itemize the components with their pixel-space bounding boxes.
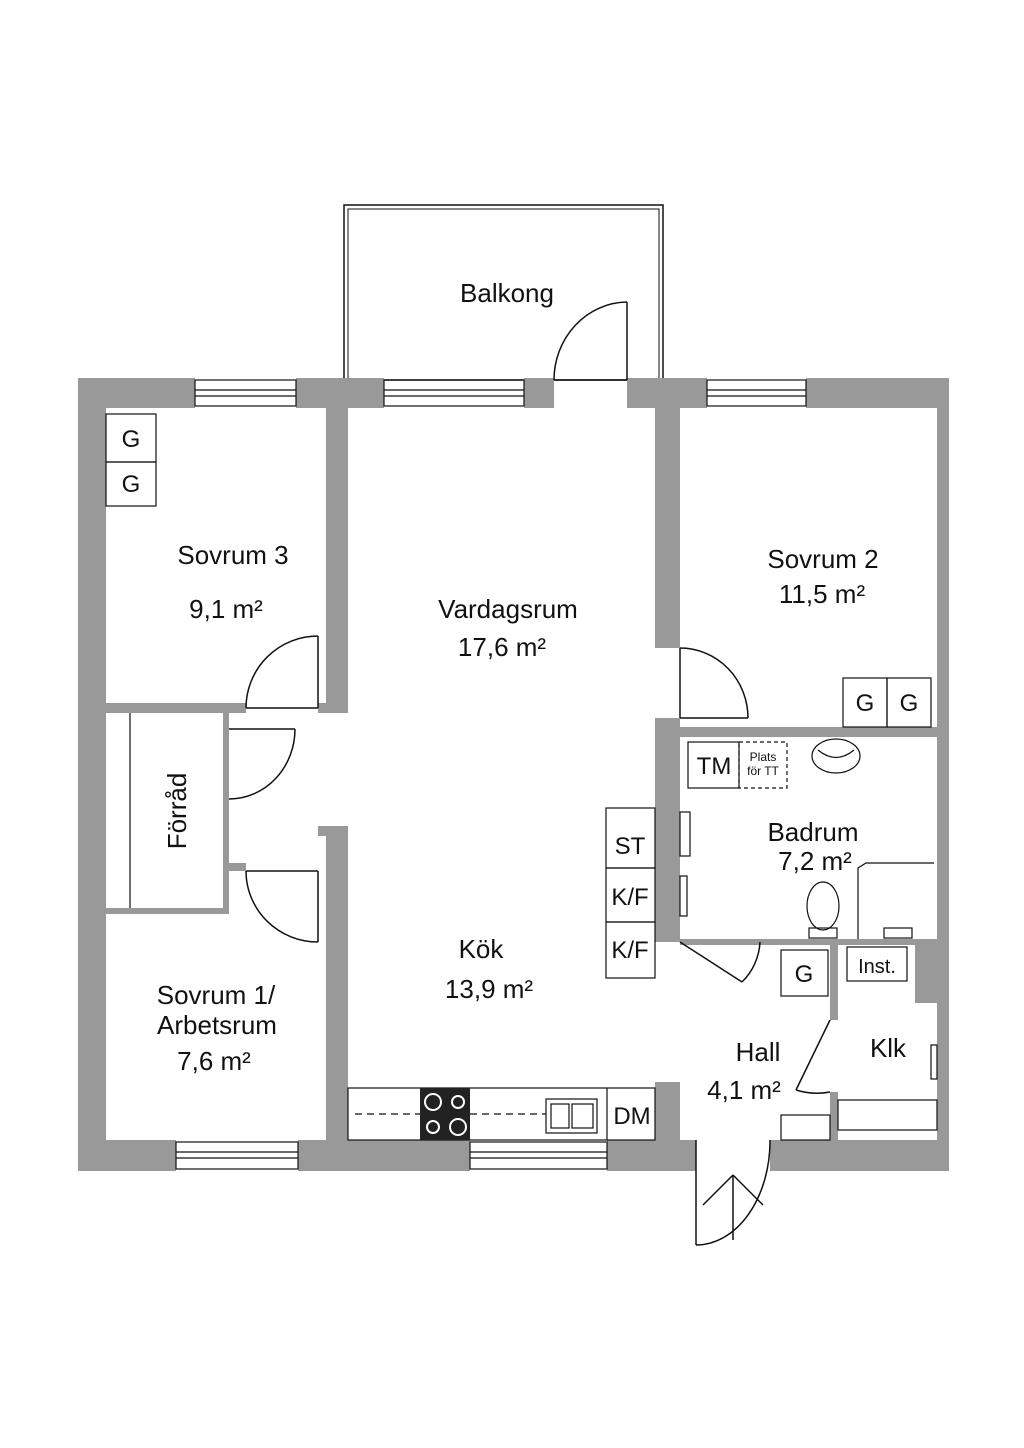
balkong-label: Balkong	[460, 278, 554, 308]
sovrum1-label-line2: Arbetsrum	[157, 1010, 277, 1040]
wardrobe-label-hall: G	[795, 961, 814, 988]
windows	[175, 379, 807, 1170]
hob	[420, 1088, 470, 1140]
badrum-area: 7,2 m²	[778, 846, 852, 876]
hall-label: Hall	[736, 1037, 781, 1067]
wardrobe-label-sovrum3-a: G	[122, 426, 141, 453]
sovrum3-label: Sovrum 3	[177, 540, 288, 570]
wardrobe-label-sovrum3-b: G	[122, 471, 141, 498]
badrum-label: Badrum	[767, 817, 858, 847]
wardrobe-label-sovrum2-b: G	[900, 690, 919, 717]
sovrum1-area: 7,6 m²	[177, 1046, 251, 1076]
kf-label-a: K/F	[611, 884, 648, 911]
walls	[78, 378, 949, 1171]
sovrum1-label-line1: Sovrum 1/	[157, 980, 276, 1010]
forrad-label: Förråd	[162, 773, 192, 850]
kok-area: 13,9 m²	[445, 974, 533, 1004]
doors	[228, 301, 831, 1246]
inst-label: Inst.	[858, 956, 896, 978]
hall-area: 4,1 m²	[707, 1075, 781, 1105]
kok-label: Kök	[459, 934, 505, 964]
tm-label: TM	[697, 753, 732, 780]
kf-label-b: K/F	[611, 937, 648, 964]
fixture-outlines	[105, 413, 938, 1141]
st-label: ST	[615, 833, 646, 860]
dm-label: DM	[613, 1103, 650, 1130]
sovrum2-area: 11,5 m²	[779, 579, 866, 609]
plats-label-line2: för TT	[747, 764, 779, 778]
vardagsrum-label: Vardagsrum	[438, 594, 578, 624]
vardagsrum-area: 17,6 m²	[458, 632, 546, 662]
plats-label-line1: Plats	[750, 750, 777, 764]
wardrobe-label-sovrum2-a: G	[856, 690, 875, 717]
klk-label: Klk	[870, 1033, 907, 1063]
sovrum2-label: Sovrum 2	[767, 544, 878, 574]
sovrum3-area: 9,1 m²	[189, 594, 263, 624]
